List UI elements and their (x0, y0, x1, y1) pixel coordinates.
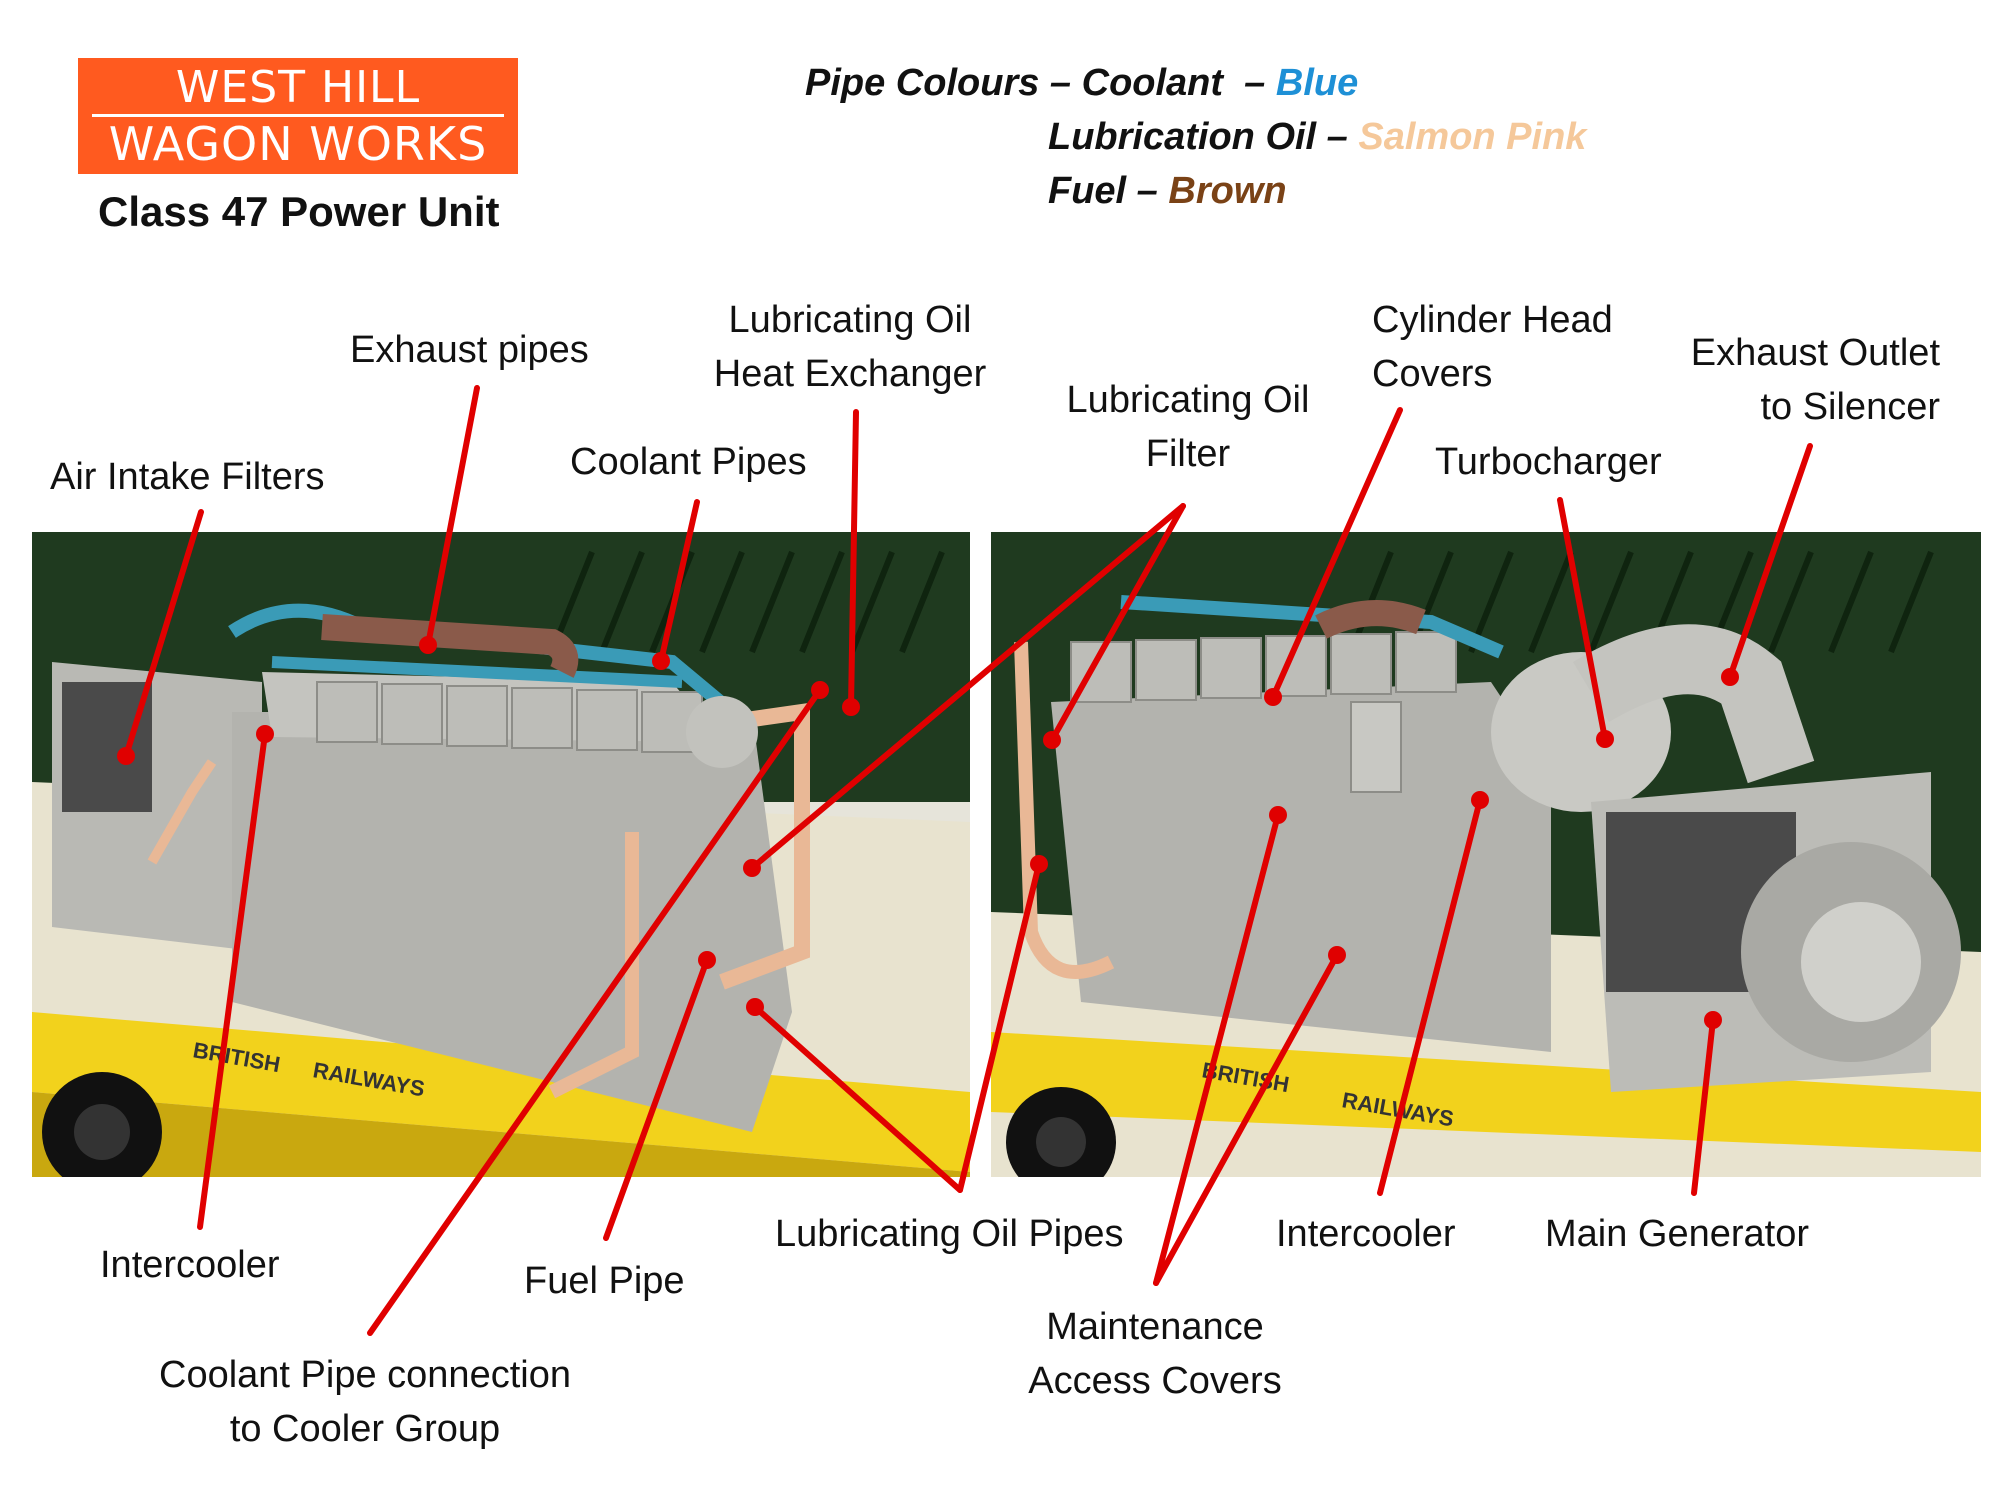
engine-illustration-right: BRITISH RAILWAYS (991, 532, 1981, 1177)
label-intercooler-left: Intercooler (100, 1244, 280, 1286)
logo: WEST HILL WAGON WORKS (78, 58, 518, 174)
label-lube-filter-line-2: Filter (1145, 433, 1231, 475)
legend-coolant-name: Coolant (1081, 62, 1224, 104)
label-lube-heat-exchanger: Lubricating Oil Heat Exchanger (700, 293, 1000, 401)
engine-photo-right: BRITISH RAILWAYS (991, 532, 1981, 1177)
label-coolant-conn-line-1: Coolant Pipe connection (159, 1354, 571, 1396)
legend-row-coolant: Pipe Colours – Coolant – Blue (805, 62, 1359, 104)
engine-photo-left: BRITISH RAILWAYS (32, 532, 970, 1177)
label-maintenance-access-covers: Maintenance Access Covers (1005, 1300, 1305, 1408)
label-exhaust-pipes: Exhaust pipes (350, 329, 589, 371)
label-lube-oil-pipes: Lubricating Oil Pipes (775, 1213, 1124, 1255)
label-maint-line-1: Maintenance (1046, 1306, 1264, 1348)
legend-row-fuel: Fuel – Brown (1048, 170, 1287, 212)
label-cyl-head-line-1: Cylinder Head (1372, 299, 1613, 341)
logo-line-1: WEST HILL (175, 62, 421, 113)
label-lube-hx-line-2: Heat Exchanger (713, 353, 987, 395)
label-lube-hx-line-1: Lubricating Oil (728, 299, 972, 341)
label-coolant-pipes: Coolant Pipes (570, 441, 807, 483)
label-exhaust-outlet: Exhaust Outlet to Silencer (1640, 326, 1940, 434)
legend-lube-name: Lubrication Oil (1048, 116, 1317, 158)
logo-rule (92, 114, 504, 117)
label-fuel-pipe: Fuel Pipe (524, 1260, 685, 1302)
logo-line-2: WAGON WORKS (108, 117, 488, 171)
label-main-generator: Main Generator (1545, 1213, 1810, 1255)
label-cylinder-head-covers: Cylinder Head Covers (1372, 293, 1613, 401)
label-maint-line-2: Access Covers (1028, 1360, 1282, 1402)
legend-fuel-colour: Brown (1168, 170, 1287, 212)
label-lube-oil-filter: Lubricating Oil Filter (1038, 373, 1338, 481)
legend-fuel-name: Fuel (1048, 170, 1127, 212)
label-intercooler-right: Intercooler (1276, 1213, 1456, 1255)
label-coolant-conn-line-2: to Cooler Group (229, 1408, 501, 1450)
label-lube-filter-line-1: Lubricating Oil (1066, 379, 1310, 421)
label-air-intake-filters: Air Intake Filters (50, 456, 325, 498)
legend-row-lube: Lubrication Oil – Salmon Pink (1048, 116, 1587, 158)
engine-illustration-left: BRITISH RAILWAYS (32, 532, 970, 1177)
diagram-subtitle: Class 47 Power Unit (98, 188, 500, 235)
legend-heading: Pipe Colours (805, 62, 1040, 104)
label-coolant-pipe-connection: Coolant Pipe connection to Cooler Group (130, 1348, 600, 1456)
legend-lube-colour: Salmon Pink (1358, 116, 1587, 158)
label-cyl-head-line-2: Covers (1372, 353, 1493, 395)
label-exhaust-outlet-line-2: to Silencer (1760, 386, 1940, 428)
label-exhaust-outlet-line-1: Exhaust Outlet (1690, 332, 1940, 374)
legend-coolant-colour: Blue (1275, 62, 1359, 104)
label-turbocharger: Turbocharger (1435, 441, 1662, 483)
